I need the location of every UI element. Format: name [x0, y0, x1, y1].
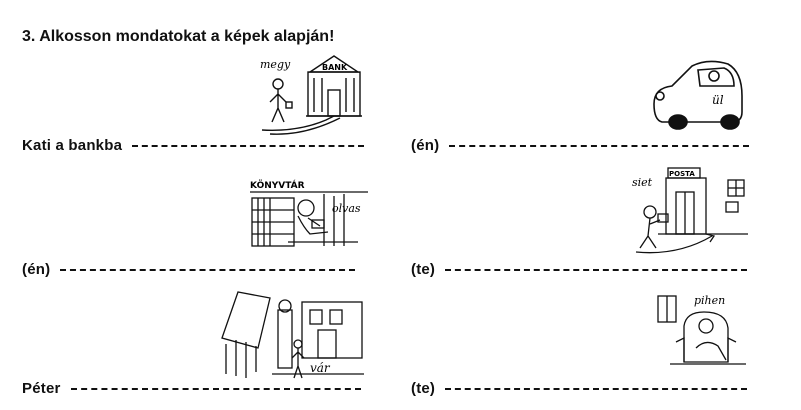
- sentence-prefix: (te): [411, 380, 436, 397]
- post-office-sign: POSTA: [669, 170, 695, 178]
- sentence-row-3: (én): [22, 261, 356, 278]
- picture-label-megy: megy: [260, 58, 291, 71]
- bank-picture: megy BANK: [260, 55, 362, 135]
- answer-blank[interactable]: [445, 388, 748, 391]
- bank-sign: BANK: [322, 63, 348, 72]
- picture-label-pihen: pihen: [694, 294, 725, 307]
- sentence-prefix: (te): [411, 261, 436, 278]
- picture-label-siet: siet: [632, 176, 653, 189]
- sentence-row-5: Péter: [22, 380, 361, 397]
- sentence-prefix: Péter: [22, 380, 61, 397]
- sentence-row-6: (te): [411, 380, 748, 397]
- answer-blank[interactable]: [70, 388, 361, 391]
- sentence-row-1: Kati a bankba: [22, 137, 365, 154]
- answer-blank[interactable]: [132, 145, 365, 148]
- street-picture: vár: [221, 291, 364, 379]
- car-picture: ül: [653, 60, 743, 130]
- answer-blank[interactable]: [445, 269, 748, 272]
- post-office-picture: siet POSTA: [632, 167, 748, 254]
- picture-label-olvas: olvas: [332, 202, 361, 215]
- sentence-prefix: Kati a bankba: [22, 137, 123, 154]
- picture-label-var: vár: [310, 361, 331, 375]
- armchair-picture: pihen: [657, 294, 746, 365]
- sentence-prefix: (én): [411, 137, 440, 154]
- library-picture: KÖNYVTÁR olvas: [250, 179, 368, 247]
- answer-blank[interactable]: [60, 269, 356, 272]
- sentence-prefix: (én): [22, 261, 51, 278]
- sentence-row-2: (én): [411, 137, 750, 154]
- answer-blank[interactable]: [449, 145, 750, 148]
- picture-label-ul: ül: [712, 93, 724, 107]
- library-sign: KÖNYVTÁR: [250, 179, 305, 191]
- exercise-title: 3. Alkosson mondatokat a képek alapján!: [22, 28, 335, 45]
- sentence-row-4: (te): [411, 261, 748, 278]
